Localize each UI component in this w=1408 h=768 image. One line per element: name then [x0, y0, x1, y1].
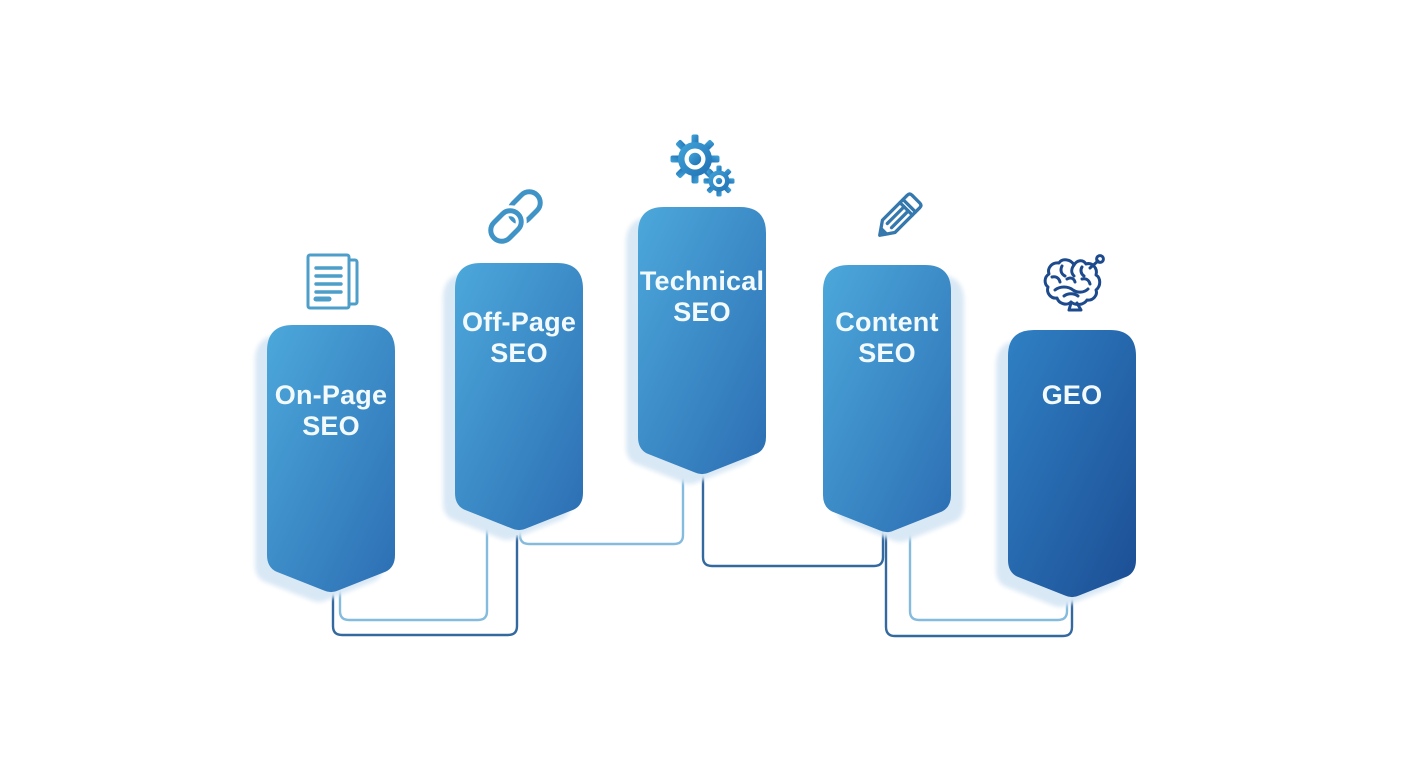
connector-onpage-offpage-outer — [331, 534, 519, 637]
pencil-icon — [878, 192, 923, 237]
card-on-page-seo: On-Page SEO — [255, 325, 395, 603]
card-off-page-seo-label: Off-Page SEO — [455, 307, 583, 369]
card-geo-shape — [996, 330, 1136, 608]
documents-icon — [306, 253, 359, 310]
card-body — [455, 263, 583, 531]
card-on-page-seo-label: On-Page SEO — [267, 380, 395, 442]
card-geo-label: GEO — [1008, 380, 1136, 411]
connector-onpage-offpage-inner — [338, 522, 489, 622]
card-content-seo: Content SEO — [823, 265, 964, 543]
label-line-1: Technical — [639, 266, 765, 296]
card-body — [638, 207, 766, 475]
connector-content-geo-inner — [908, 524, 1069, 622]
label-line-1: GEO — [1041, 380, 1103, 410]
label-line-2: SEO — [302, 411, 360, 441]
connector-content-geo-outer — [884, 529, 1074, 638]
label-line-1: On-Page — [274, 380, 388, 410]
card-technical-seo-shape — [626, 207, 766, 485]
card-technical-seo-label: Technical SEO — [638, 266, 766, 328]
card-off-page-seo: Off-Page SEO — [443, 263, 583, 541]
card-geo: GEO — [996, 330, 1136, 608]
card-body — [1008, 330, 1136, 598]
card-off-page-seo-shape — [443, 263, 583, 541]
card-body — [267, 325, 395, 593]
label-line-2: SEO — [490, 338, 548, 368]
ai-brain-icon — [1043, 254, 1105, 312]
card-content-seo-shape — [823, 265, 964, 543]
label-line-1: Off-Page — [461, 307, 577, 337]
connector-technical-content — [701, 473, 885, 568]
card-content-seo-label: Content SEO — [823, 307, 951, 369]
chain-link-icon — [485, 189, 543, 247]
label-line-1: Content — [835, 307, 939, 337]
connector-offpage-technical — [518, 472, 685, 546]
label-line-2: SEO — [673, 297, 731, 327]
card-body — [823, 265, 951, 533]
card-technical-seo: Technical SEO — [626, 207, 766, 485]
gears-icon — [670, 134, 735, 197]
label-line-2: SEO — [858, 338, 916, 368]
card-on-page-seo-shape — [255, 325, 395, 603]
